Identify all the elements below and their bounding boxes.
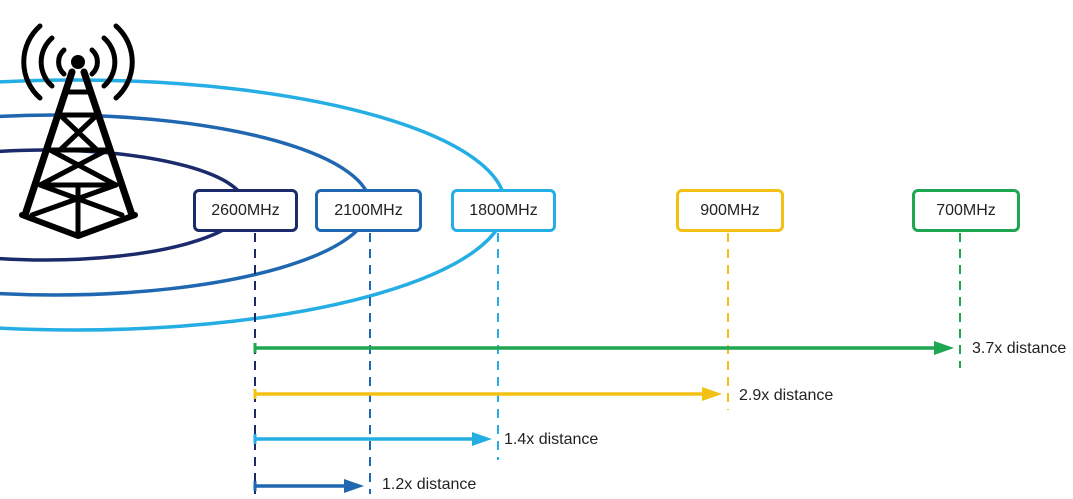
distance-label-700: 3.7x distance [972,340,1067,357]
band-label-700: 700MHz [912,189,1020,232]
band-label-2100: 2100MHz [315,189,422,232]
guide-lines [254,233,961,494]
distance-arrow-700 [253,341,954,355]
cell-tower-icon [19,23,138,239]
distance-label-1800: 1.4x distance [504,431,599,448]
distance-arrow-1800 [253,432,492,446]
band-label-900: 900MHz [676,189,784,232]
distance-arrow-900 [253,387,722,401]
distance-label-900: 2.9x distance [739,387,834,404]
distance-arrow-2100 [253,479,364,493]
band-label-1800: 1800MHz [451,189,556,232]
band-label-2600: 2600MHz [193,189,298,232]
distance-arrows [253,341,954,493]
distance-label-2100: 1.2x distance [382,476,477,493]
